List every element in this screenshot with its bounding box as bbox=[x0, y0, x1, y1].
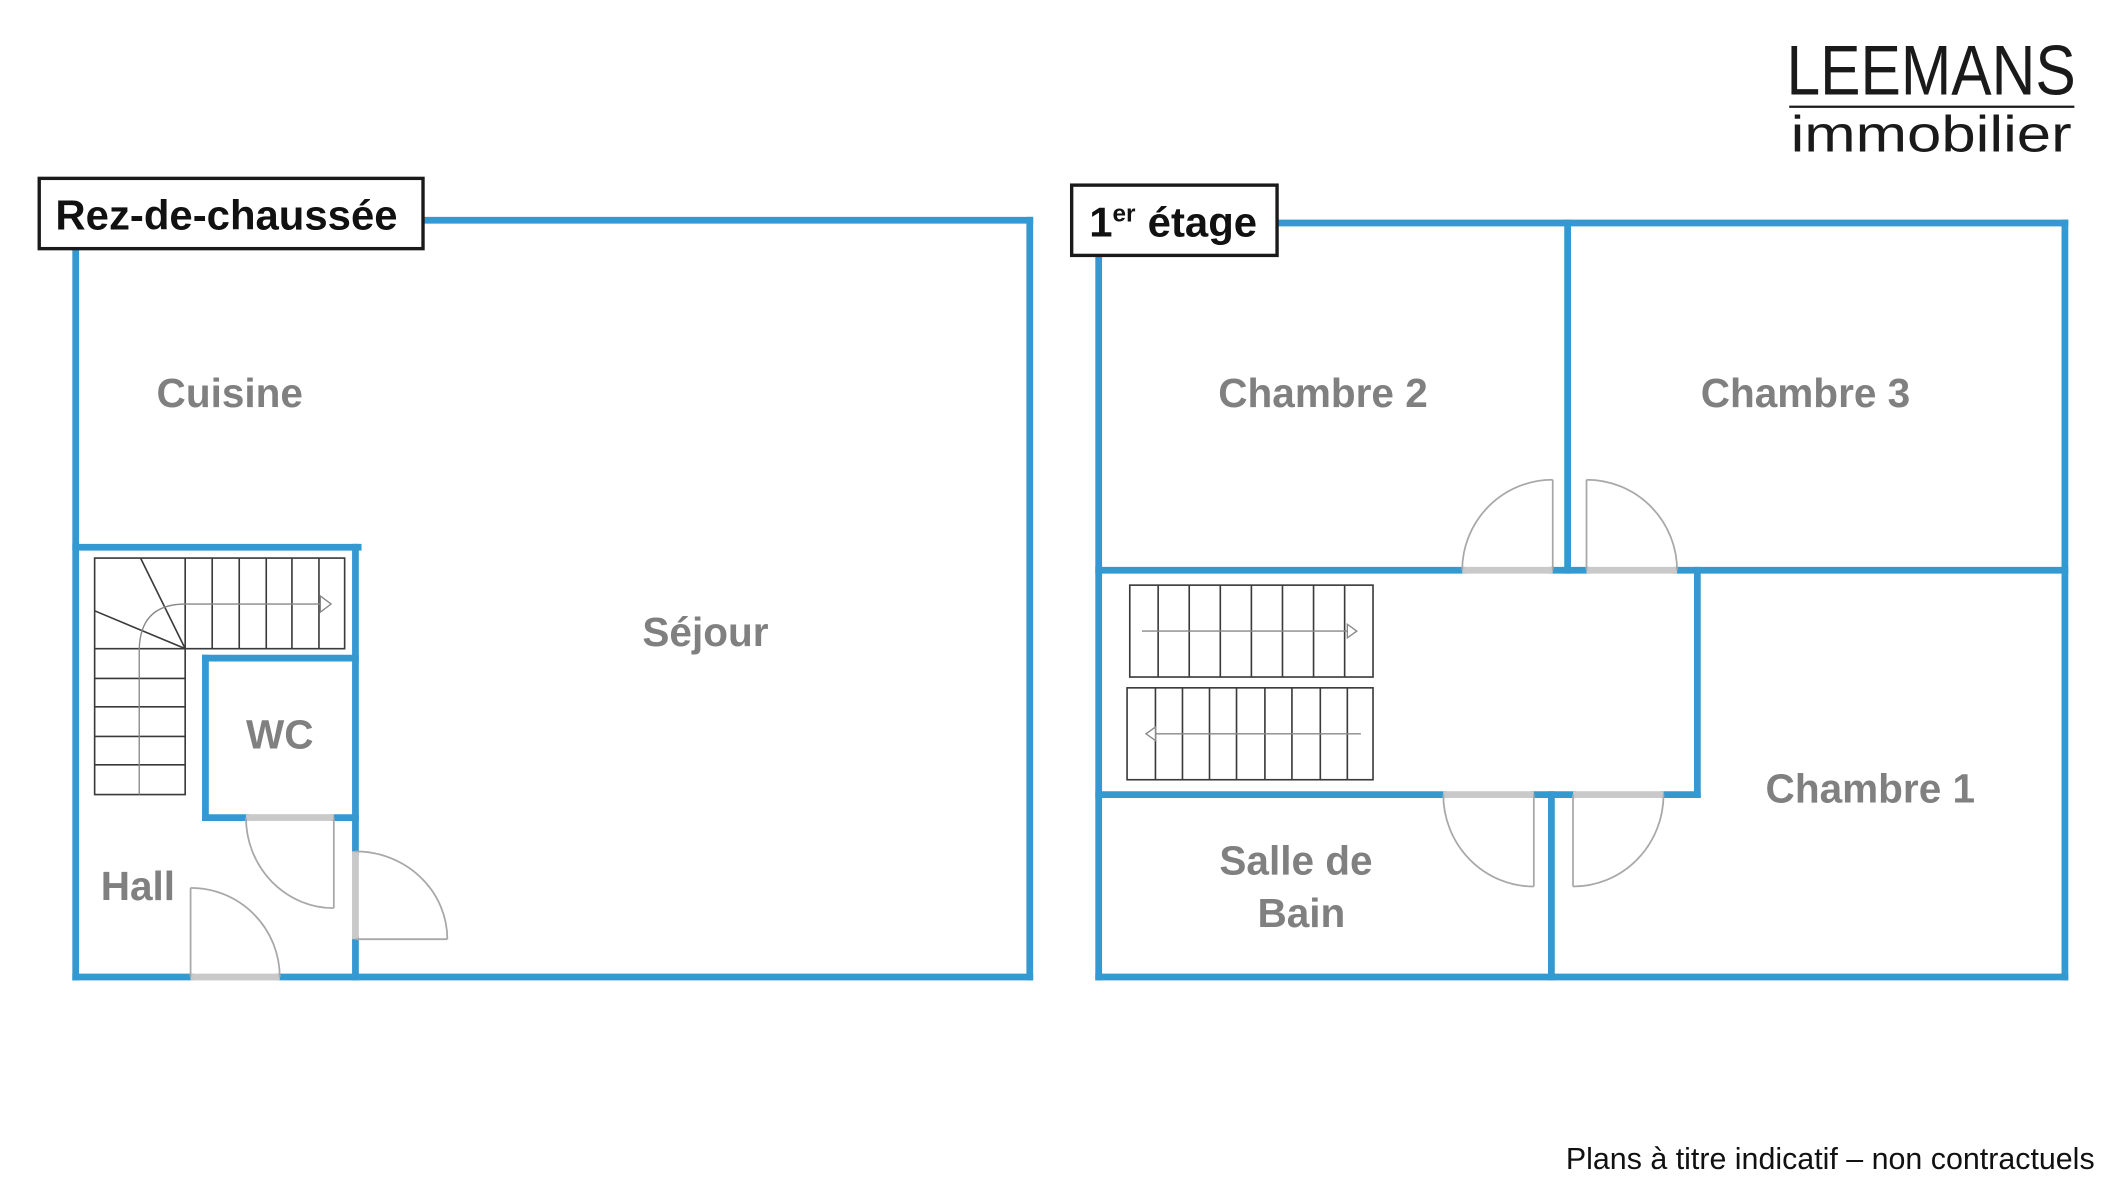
bedroom1-door bbox=[1572, 791, 1665, 888]
bathroom-door bbox=[1442, 791, 1535, 888]
stair-arrow-icon bbox=[1346, 623, 1358, 640]
floor-label-number: 1 bbox=[1089, 198, 1112, 245]
door-swing-arc bbox=[1586, 478, 1678, 571]
stair-winder-diagonal bbox=[139, 557, 186, 650]
living-room-door bbox=[352, 850, 449, 941]
door-threshold bbox=[1462, 566, 1553, 574]
floor-label-box bbox=[37, 176, 425, 251]
ground-floor-plan: Rez-de-chaussée Cuisine Séjour WC Hall bbox=[37, 176, 1034, 981]
room-label-wc: WC bbox=[246, 712, 314, 758]
door-swing-arc bbox=[1442, 794, 1534, 888]
door-threshold bbox=[190, 973, 280, 981]
ground-floor-label: Rez-de-chaussée bbox=[37, 176, 425, 251]
room-label-bedroom3: Chambre 3 bbox=[1701, 370, 1910, 416]
door-threshold bbox=[352, 851, 359, 940]
disclaimer: Plans à titre indicatif – non contractue… bbox=[1566, 1142, 2095, 1176]
bedroom3-door bbox=[1585, 478, 1678, 574]
floor-label-word: étage bbox=[1148, 198, 1257, 245]
stair-direction-line bbox=[138, 603, 322, 795]
door-swing-arc bbox=[245, 817, 334, 909]
stair-outline bbox=[93, 557, 346, 796]
stair-winder-diagonal bbox=[94, 610, 186, 650]
stair-arrow-icon bbox=[319, 594, 333, 614]
stair-flight-lower bbox=[1126, 687, 1374, 781]
door-threshold bbox=[1586, 566, 1678, 574]
room-label-kitchen: Cuisine bbox=[157, 370, 303, 416]
door-swing-arc bbox=[190, 886, 281, 978]
hall-entrance-door bbox=[189, 886, 281, 981]
room-label-bedroom2: Chambre 2 bbox=[1218, 370, 1427, 416]
logo: LEEMANS immobilier bbox=[1787, 31, 2076, 163]
stair-arrow-icon bbox=[1144, 725, 1157, 742]
bedroom2-door bbox=[1461, 478, 1554, 574]
door-threshold bbox=[245, 814, 334, 821]
ground-floor-walls bbox=[72, 216, 1034, 981]
logo-brand: LEEMANS bbox=[1787, 31, 2076, 110]
logo-tagline: immobilier bbox=[1791, 105, 2072, 162]
room-label-bedroom1: Chambre 1 bbox=[1766, 766, 1975, 812]
wc-door bbox=[245, 814, 335, 909]
room-label-bathroom-line1: Salle de bbox=[1219, 837, 1372, 883]
door-threshold bbox=[1443, 791, 1534, 798]
room-label-hall: Hall bbox=[101, 863, 175, 909]
ground-floor-staircase bbox=[93, 557, 346, 796]
first-floor-staircase bbox=[1126, 584, 1374, 781]
door-swing-arc bbox=[1461, 478, 1553, 571]
door-threshold bbox=[1573, 791, 1664, 798]
floor-label-text: Rez-de-chaussée bbox=[55, 192, 397, 239]
room-label-living: Séjour bbox=[642, 609, 768, 655]
room-label-bathroom-line2: Bain bbox=[1257, 890, 1345, 936]
door-swing-arc bbox=[1573, 794, 1665, 888]
floor-label-superscript: er bbox=[1113, 201, 1137, 228]
floor-label-box bbox=[1069, 183, 1279, 258]
door-swing-arc bbox=[355, 850, 449, 940]
